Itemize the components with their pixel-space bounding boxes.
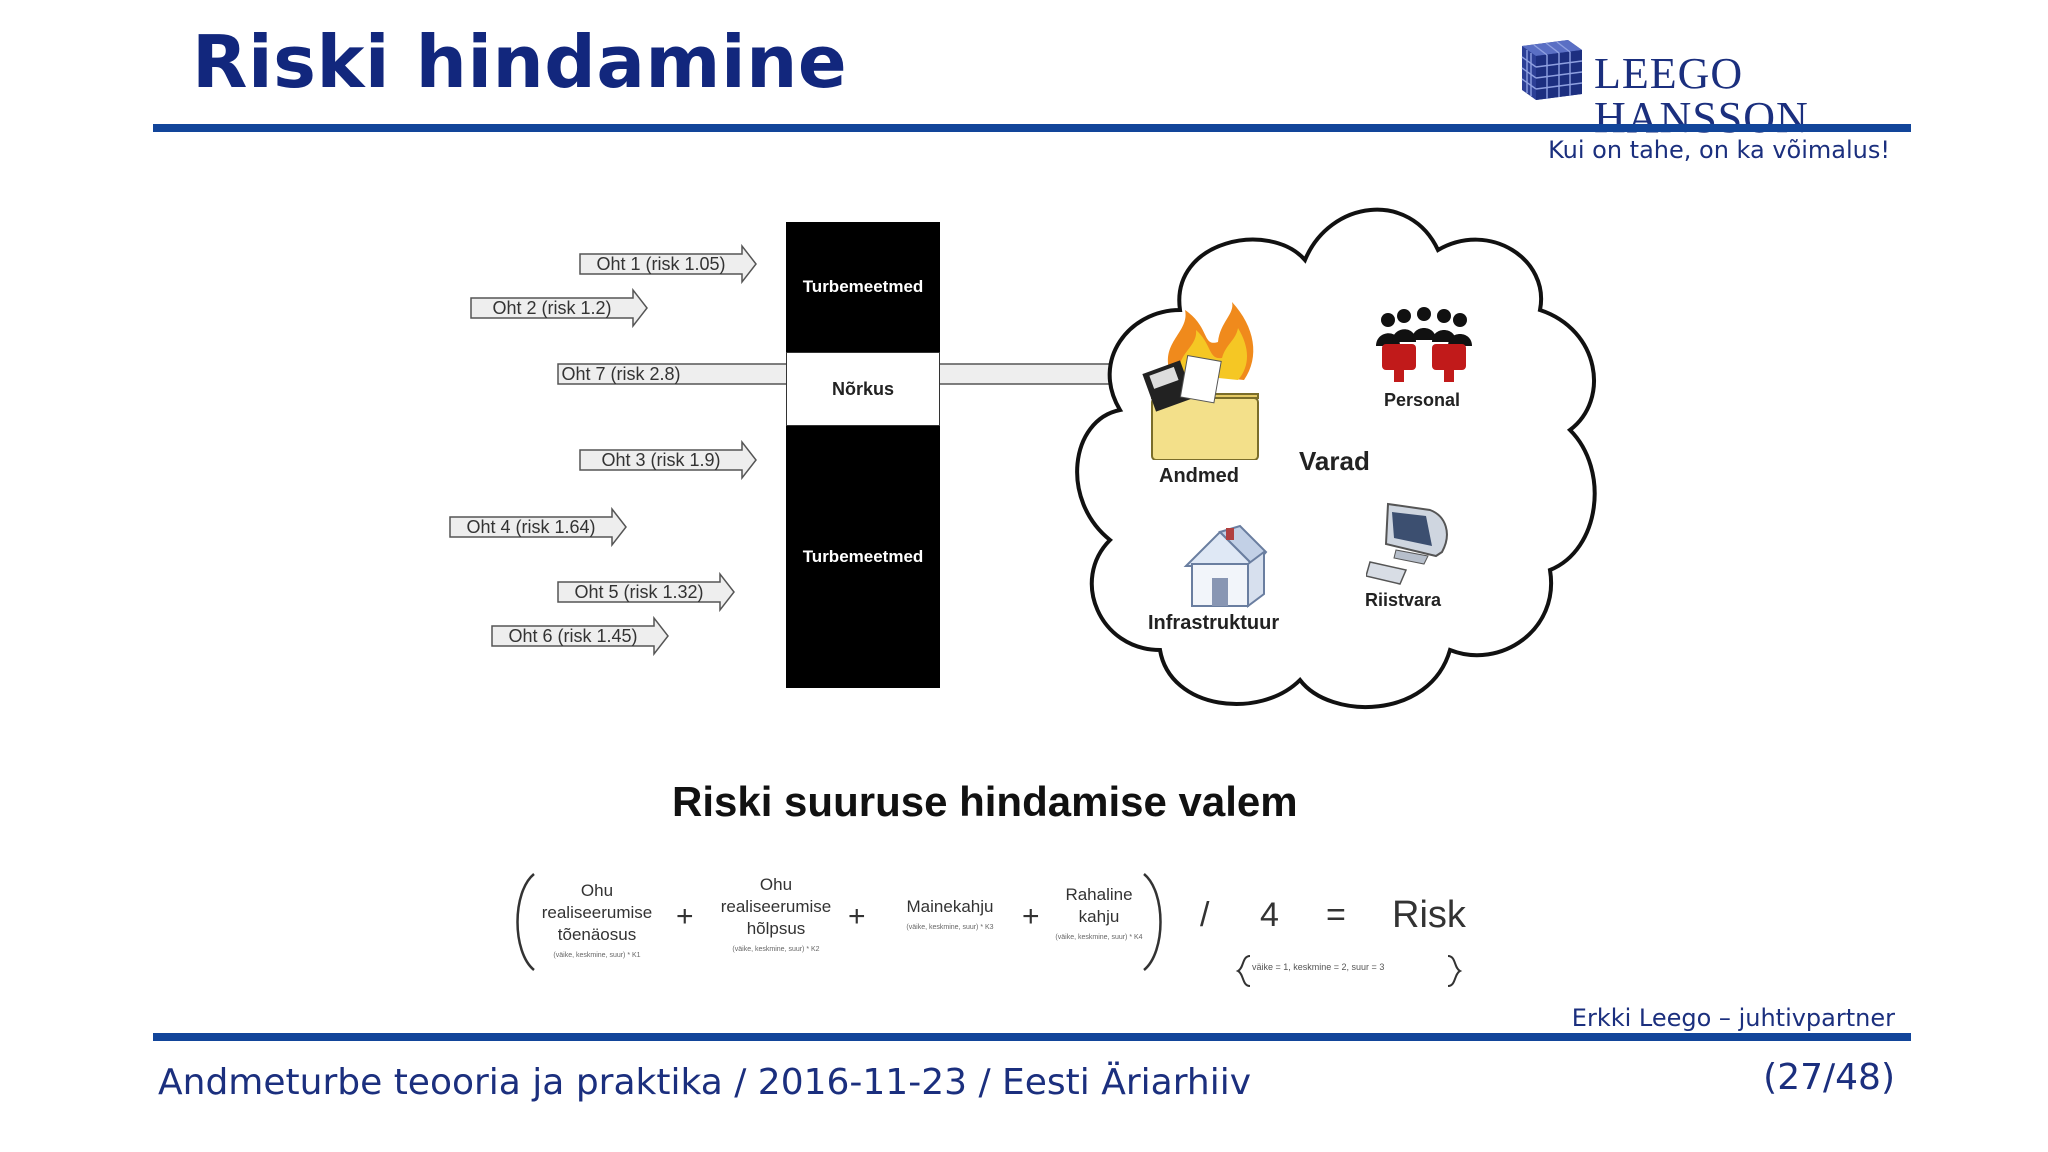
plus-operator: + (848, 900, 866, 933)
open-paren (516, 873, 535, 971)
divide-operator: / (1200, 896, 1210, 934)
threat-arrow-1: Oht 1 (risk 1.05) (579, 243, 757, 285)
footer-rule (153, 1033, 1911, 1041)
logo: LEEGO HANSSON (1516, 36, 1906, 140)
plus-operator: + (676, 900, 694, 933)
logo-text: LEEGO HANSSON (1594, 49, 1809, 142)
controls-block-bottom: Turbemeetmed (786, 426, 940, 688)
asset-label-infrastruktuur: Infrastruktuur (1148, 612, 1280, 634)
burning-data-folder-icon (1142, 302, 1259, 460)
threat-arrow-3: Oht 3 (risk 1.9) (579, 439, 757, 481)
formula-term-financial: Rahaline kahju (väike, keskmine, suur) *… (1055, 885, 1143, 941)
cube-grid-icon (1521, 40, 1583, 100)
threat-label: Oht 6 (risk 1.45) (508, 626, 638, 646)
threat-label: Oht 2 (risk 1.2) (492, 298, 612, 318)
formula-title: Riski suuruse hindamise valem (672, 778, 1298, 825)
threat-label: Oht 4 (risk 1.64) (466, 517, 596, 537)
close-paren (1143, 873, 1162, 971)
author-credit: Erkki Leego – juhtivpartner (1571, 1004, 1895, 1032)
house-icon (1183, 524, 1268, 608)
threat-label: Oht 7 (risk 2.8) (561, 364, 681, 384)
computer-icon (1366, 502, 1448, 585)
asset-label-personal: Personal (1384, 390, 1461, 410)
threat-label: Oht 1 (risk 1.05) (596, 254, 726, 274)
weakness-label: Nõrkus (786, 352, 940, 426)
formula-term-reputation: Mainekahju (väike, keskmine, suur) * K3 (906, 897, 994, 931)
assets-title: Varad (1299, 446, 1370, 476)
divisor-value: 4 (1260, 896, 1279, 934)
header-rule (153, 124, 1911, 132)
formula-result: Risk (1392, 894, 1466, 936)
scale-note: väike = 1, keskmine = 2, suur = 3 (1252, 962, 1385, 972)
tagline: Kui on tahe, on ka võimalus! (1548, 136, 1890, 164)
formula-term-ease: Ohu realiseerumise hõlpsus (väike, keskm… (720, 875, 832, 953)
controls-block-top: Turbemeetmed (786, 222, 940, 352)
people-group-icon (1376, 307, 1472, 382)
threat-label: Oht 3 (risk 1.9) (601, 450, 721, 470)
page-number: (27/48) (1763, 1057, 1895, 1098)
slide-title: Riski hindamine (192, 20, 848, 104)
equals-operator: = (1326, 896, 1346, 934)
threat-label: Oht 5 (risk 1.32) (574, 582, 704, 602)
threat-arrow-4: Oht 4 (risk 1.64) (449, 506, 627, 548)
plus-operator: + (1022, 900, 1040, 933)
asset-label-riistvara: Riistvara (1365, 590, 1442, 610)
threat-arrow-2: Oht 2 (risk 1.2) (470, 287, 648, 329)
scale-brace-right (1447, 955, 1463, 987)
footer-text: Andmeturbe teooria ja praktika / 2016-11… (158, 1062, 1252, 1103)
threat-arrow-6: Oht 6 (risk 1.45) (491, 615, 669, 657)
formula-term-probability: Ohu realiseerumise tõenäosus (väike, kes… (541, 881, 653, 959)
asset-label-andmed: Andmed (1159, 465, 1239, 487)
scale-brace-left (1235, 955, 1251, 987)
threat-arrow-5: Oht 5 (risk 1.32) (557, 571, 735, 613)
